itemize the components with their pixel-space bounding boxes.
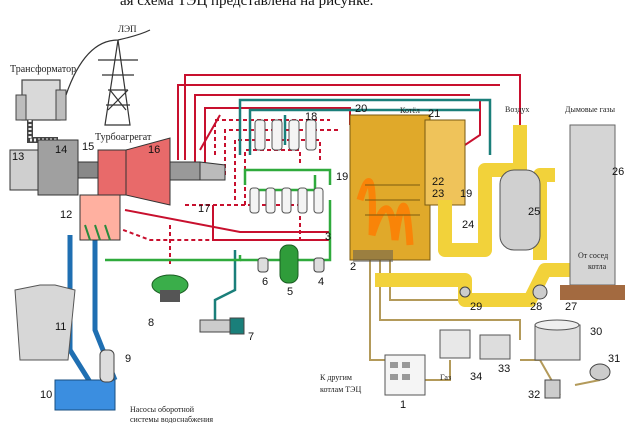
num-26: 26 (612, 166, 624, 178)
num-24: 24 (462, 219, 474, 231)
num-5: 5 (287, 286, 293, 298)
num-13: 13 (12, 151, 24, 163)
num-23: 23 (432, 188, 444, 200)
num-29: 29 (470, 301, 482, 313)
num-8: 8 (148, 317, 154, 329)
condenser (79, 194, 121, 241)
gas-control-panel (384, 354, 426, 396)
label-transformer: Трансформатор (10, 64, 76, 75)
label-flue-gas: Дымовые газы (565, 105, 616, 114)
label-to-boilers-1: К другим (320, 373, 352, 382)
transmission-tower (65, 29, 151, 126)
teal-piping (213, 98, 492, 330)
num-20: 20 (355, 103, 367, 115)
heater-bank-3 (249, 187, 324, 214)
num-19a: 19 (336, 171, 348, 183)
transformer (15, 79, 67, 155)
num-27: 27 (565, 301, 577, 313)
pump-7 (199, 317, 245, 335)
label-lep: ЛЭП (118, 24, 137, 34)
num-7: 7 (248, 331, 254, 343)
caption-text: ая схема ТЭЦ представлена на рисунке. (120, 0, 374, 9)
unit-34 (439, 329, 471, 359)
num-32: 32 (528, 389, 540, 401)
heater-bank-18 (254, 119, 317, 151)
cooling-tower (14, 284, 76, 361)
num-30: 30 (590, 326, 602, 338)
pump-6 (257, 257, 269, 273)
unit-31 (589, 363, 611, 381)
label-turbine: Турбоагрегат (95, 132, 152, 143)
circulation-pump (99, 349, 115, 383)
label-pumps-1: Насосы оборотной (130, 405, 195, 414)
num-31: 31 (608, 353, 620, 365)
fan-29 (459, 286, 471, 298)
num-3: 3 (325, 231, 331, 243)
pump-4 (313, 257, 325, 273)
num-33: 33 (498, 363, 510, 375)
num-11: 11 (55, 321, 66, 333)
num-28: 28 (530, 301, 542, 313)
num-34: 34 (470, 371, 482, 383)
num-15: 15 (82, 141, 94, 153)
num-25: 25 (528, 206, 540, 218)
deaerator-tank (279, 244, 299, 284)
generator-assembly (9, 137, 226, 206)
unit-33 (479, 334, 511, 360)
label-to-boilers-2: котлам ТЭЦ (320, 385, 361, 394)
label-boiler: Котёл (400, 106, 420, 115)
num-17: 17 (198, 203, 210, 215)
num-9: 9 (125, 353, 131, 365)
label-pumps-2: системы водоснабжения (130, 415, 213, 423)
num-22: 22 (432, 176, 444, 188)
num-18: 18 (305, 111, 317, 123)
pump-8 (151, 274, 189, 302)
air-heater (499, 169, 541, 251)
num-10: 10 (40, 389, 52, 401)
num-2: 2 (350, 261, 356, 273)
num-16: 16 (148, 144, 160, 156)
num-12: 12 (60, 209, 72, 221)
smoke-stack (560, 124, 625, 300)
label-gas: Газ (440, 373, 451, 382)
num-19b: 19 (460, 188, 472, 200)
num-14: 14 (55, 144, 67, 156)
num-21: 21 (428, 108, 440, 120)
label-from-smoke: От сосед (578, 251, 608, 260)
fuel-tank-30 (534, 319, 581, 361)
boiler (349, 114, 466, 262)
num-6: 6 (262, 276, 268, 288)
number-labels: 1 2 3 4 5 6 7 8 9 10 11 12 13 14 15 16 1… (12, 103, 624, 411)
num-1: 1 (400, 399, 406, 411)
label-air: Воздух (505, 105, 529, 114)
num-4: 4 (318, 276, 324, 288)
unit-32 (544, 379, 561, 399)
fan-28 (532, 284, 548, 300)
label-to-smoke: котла (588, 262, 607, 271)
cooling-basin (54, 379, 116, 411)
